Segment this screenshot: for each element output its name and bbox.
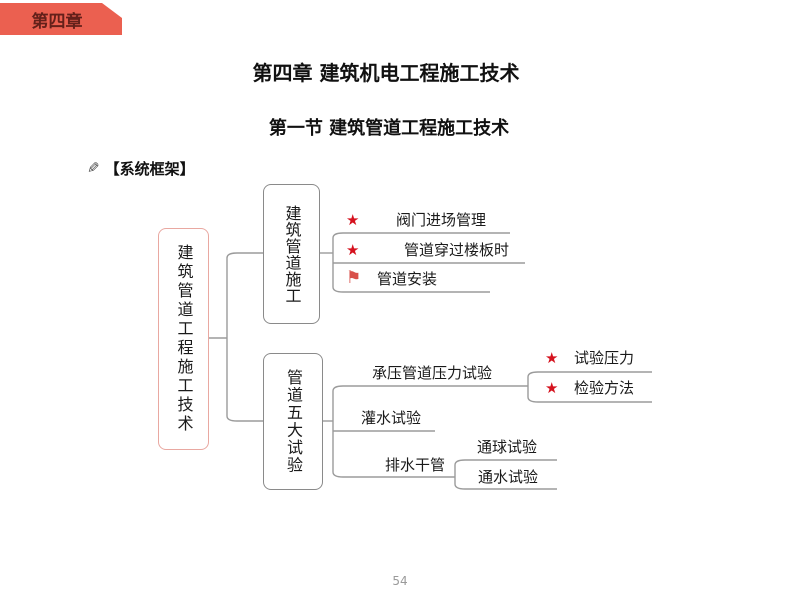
star-icon: ★ [545,349,559,367]
leaf-inspection-method: 检验方法 [574,379,635,397]
page-number: 54 [392,574,408,588]
leaf-pipe-installation: 管道安装 [377,270,438,288]
star-icon: ★ [346,241,360,259]
branch-node-five-tests: 管道五大试验 [263,353,323,490]
slide-title: 第四章 建筑机电工程施工技术 [252,61,520,85]
slide-subtitle: 第一节 建筑管道工程施工技术 [268,118,510,139]
leaf-water-filling-test: 灌水试验 [361,409,422,427]
flag-icon: ⚑ [346,268,362,288]
leaf-water-flow-test: 通水试验 [478,468,539,486]
star-icon: ★ [346,211,360,229]
chapter-badge: 第四章 [0,3,122,35]
leaf-test-pressure: 试验压力 [574,349,635,367]
framework-label: ✎ 【系统框架】 [87,158,195,179]
leaf-ball-passing-test: 通球试验 [477,438,538,456]
framework-label-text: 【系统框架】 [104,160,195,178]
branch-node-pipe-construction: 建筑管道施工 [263,184,320,324]
pencil-icon: ✎ [87,159,100,177]
root-node: 建筑管道工程施工技术 [158,228,209,450]
leaf-valve-entry-management: 阀门进场管理 [396,211,487,229]
leaf-pressure-pipe-test: 承压管道压力试验 [372,364,493,382]
leaf-pipe-through-floor: 管道穿过楼板时 [404,241,510,259]
star-icon: ★ [545,379,559,397]
leaf-drain-main: 排水干管 [385,456,446,474]
